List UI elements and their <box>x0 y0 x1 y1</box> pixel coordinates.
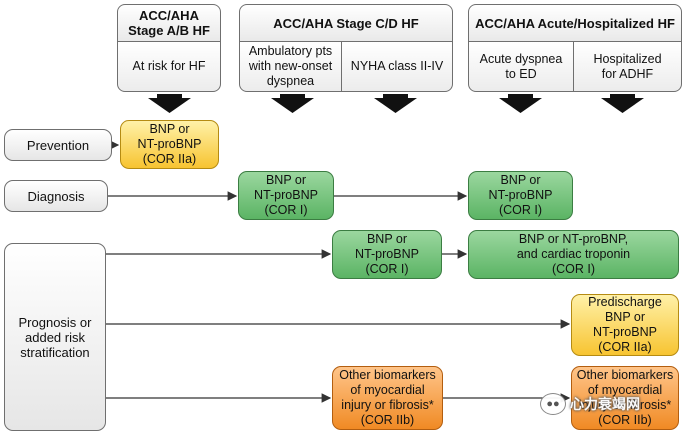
box-predischarge-bnp: Predischarge BNP or NT-proBNP (COR IIa) <box>571 294 679 356</box>
header-stage-ab: ACC/AHA Stage A/B HF <box>117 4 221 42</box>
down-arrow-cd-2 <box>374 94 417 113</box>
watermark: ●● 心力衰竭网 <box>540 393 640 415</box>
box-prognosis-bnp-troponin: BNP or NT-proBNP, and cardiac troponin (… <box>468 230 679 279</box>
box-other-biomarkers-cd: Other biomarkers of myocardial injury or… <box>332 366 443 430</box>
box-diagnosis-bnp-cd: BNP or NT-proBNP (COR I) <box>238 171 334 220</box>
subheader-acute-dyspnea: Acute dyspnea to ED <box>468 41 574 92</box>
header-acute-hospitalized: ACC/AHA Acute/Hospitalized HF <box>468 4 682 42</box>
box-diagnosis-bnp-acute: BNP or NT-proBNP (COR I) <box>468 171 573 220</box>
subheader-at-risk: At risk for HF <box>117 41 221 92</box>
watermark-text: 心力衰竭网 <box>570 396 640 412</box>
row-label-diagnosis: Diagnosis <box>4 180 108 212</box>
down-arrow-ab <box>148 94 191 113</box>
row-label-prevention: Prevention <box>4 129 112 161</box>
wechat-icon: ●● <box>540 393 566 415</box>
subheader-ambulatory: Ambulatory pts with new-onset dyspnea <box>239 41 342 92</box>
box-prognosis-bnp-cd: BNP or NT-proBNP (COR I) <box>332 230 442 279</box>
down-arrow-acute-1 <box>499 94 542 113</box>
box-prevention-bnp: BNP or NT-proBNP (COR IIa) <box>120 120 219 169</box>
row-label-prognosis: Prognosis or added risk stratification <box>4 243 106 431</box>
subheader-nyha: NYHA class II-IV <box>341 41 453 92</box>
down-arrow-acute-2 <box>601 94 644 113</box>
down-arrow-cd-1 <box>271 94 314 113</box>
subheader-hospitalized: Hospitalized for ADHF <box>573 41 682 92</box>
box-other-biomarkers-acute: Other biomarkers of myocardial injury or… <box>571 366 679 430</box>
header-stage-cd: ACC/AHA Stage C/D HF <box>239 4 453 42</box>
